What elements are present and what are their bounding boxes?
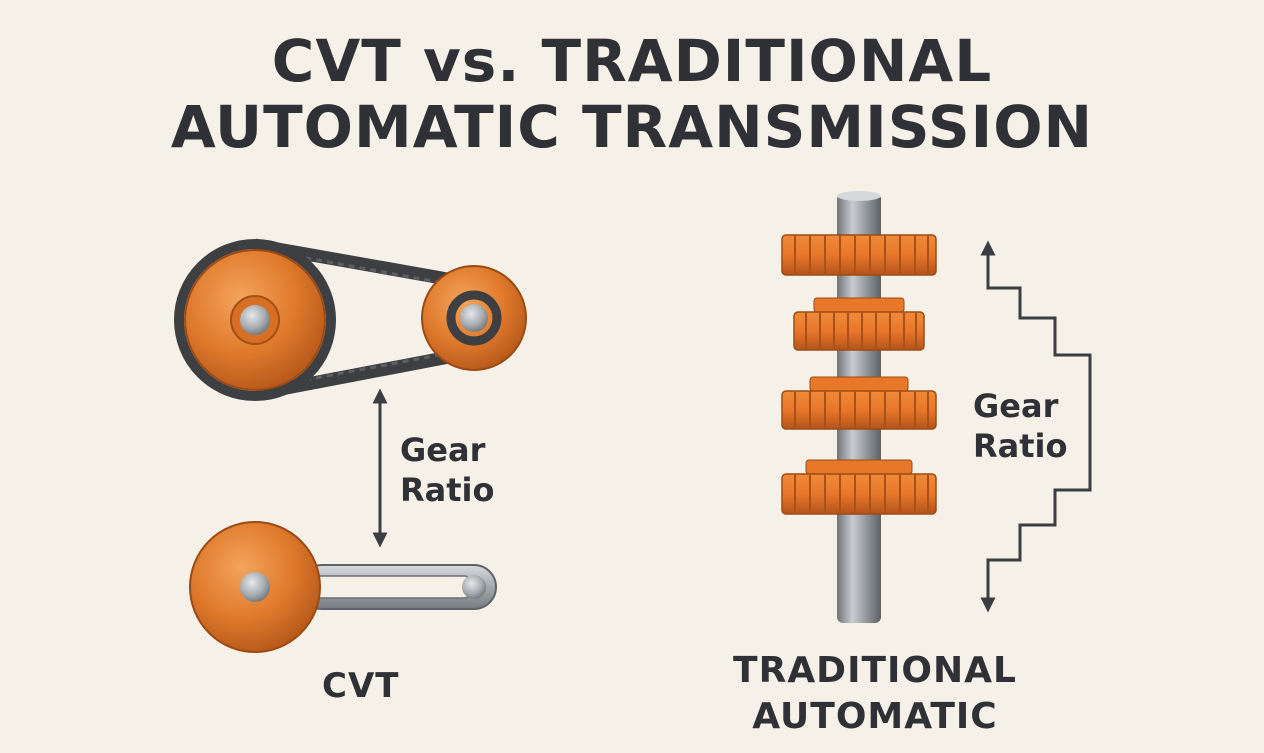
shaft-hub-icon xyxy=(240,305,270,335)
shaft-hub-icon xyxy=(240,572,270,602)
stepped-gear-ratio-arrow-icon xyxy=(980,240,1092,613)
traditional-gear-ratio-label: Gear Ratio xyxy=(973,386,1067,466)
page-title: CVT vs. TRADITIONAL AUTOMATIC TRANSMISSI… xyxy=(0,28,1264,160)
title-line-1: CVT vs. TRADITIONAL xyxy=(271,27,993,95)
shaft-hub-icon xyxy=(460,304,488,332)
cvt-gear-ratio-line-1: Gear xyxy=(400,431,486,469)
traditional-caption: TRADITIONAL AUTOMATIC xyxy=(700,648,1050,740)
traditional-caption-line-1: TRADITIONAL xyxy=(733,650,1017,691)
cvt-caption: CVT xyxy=(322,666,400,706)
gear-1 xyxy=(781,234,937,276)
traditional-caption-line-2: AUTOMATIC xyxy=(752,696,998,737)
gear-3 xyxy=(781,376,937,430)
gear-4 xyxy=(781,459,937,515)
cvt-gear-ratio-line-2: Ratio xyxy=(400,471,495,509)
cvt-output-pulley xyxy=(189,521,497,653)
traditional-gear-ratio-line-1: Gear xyxy=(973,387,1059,425)
title-line-2: AUTOMATIC TRANSMISSION xyxy=(170,93,1094,161)
traditional-gear-ratio-line-2: Ratio xyxy=(973,427,1068,465)
cvt-gear-ratio-label: Gear Ratio xyxy=(400,430,494,510)
cvt-drive-pulley xyxy=(184,249,326,391)
traditional-gear-stack xyxy=(781,191,937,623)
cvt-belt xyxy=(174,238,472,401)
cvt-driven-pulley xyxy=(421,265,527,371)
gear-2 xyxy=(793,297,925,351)
